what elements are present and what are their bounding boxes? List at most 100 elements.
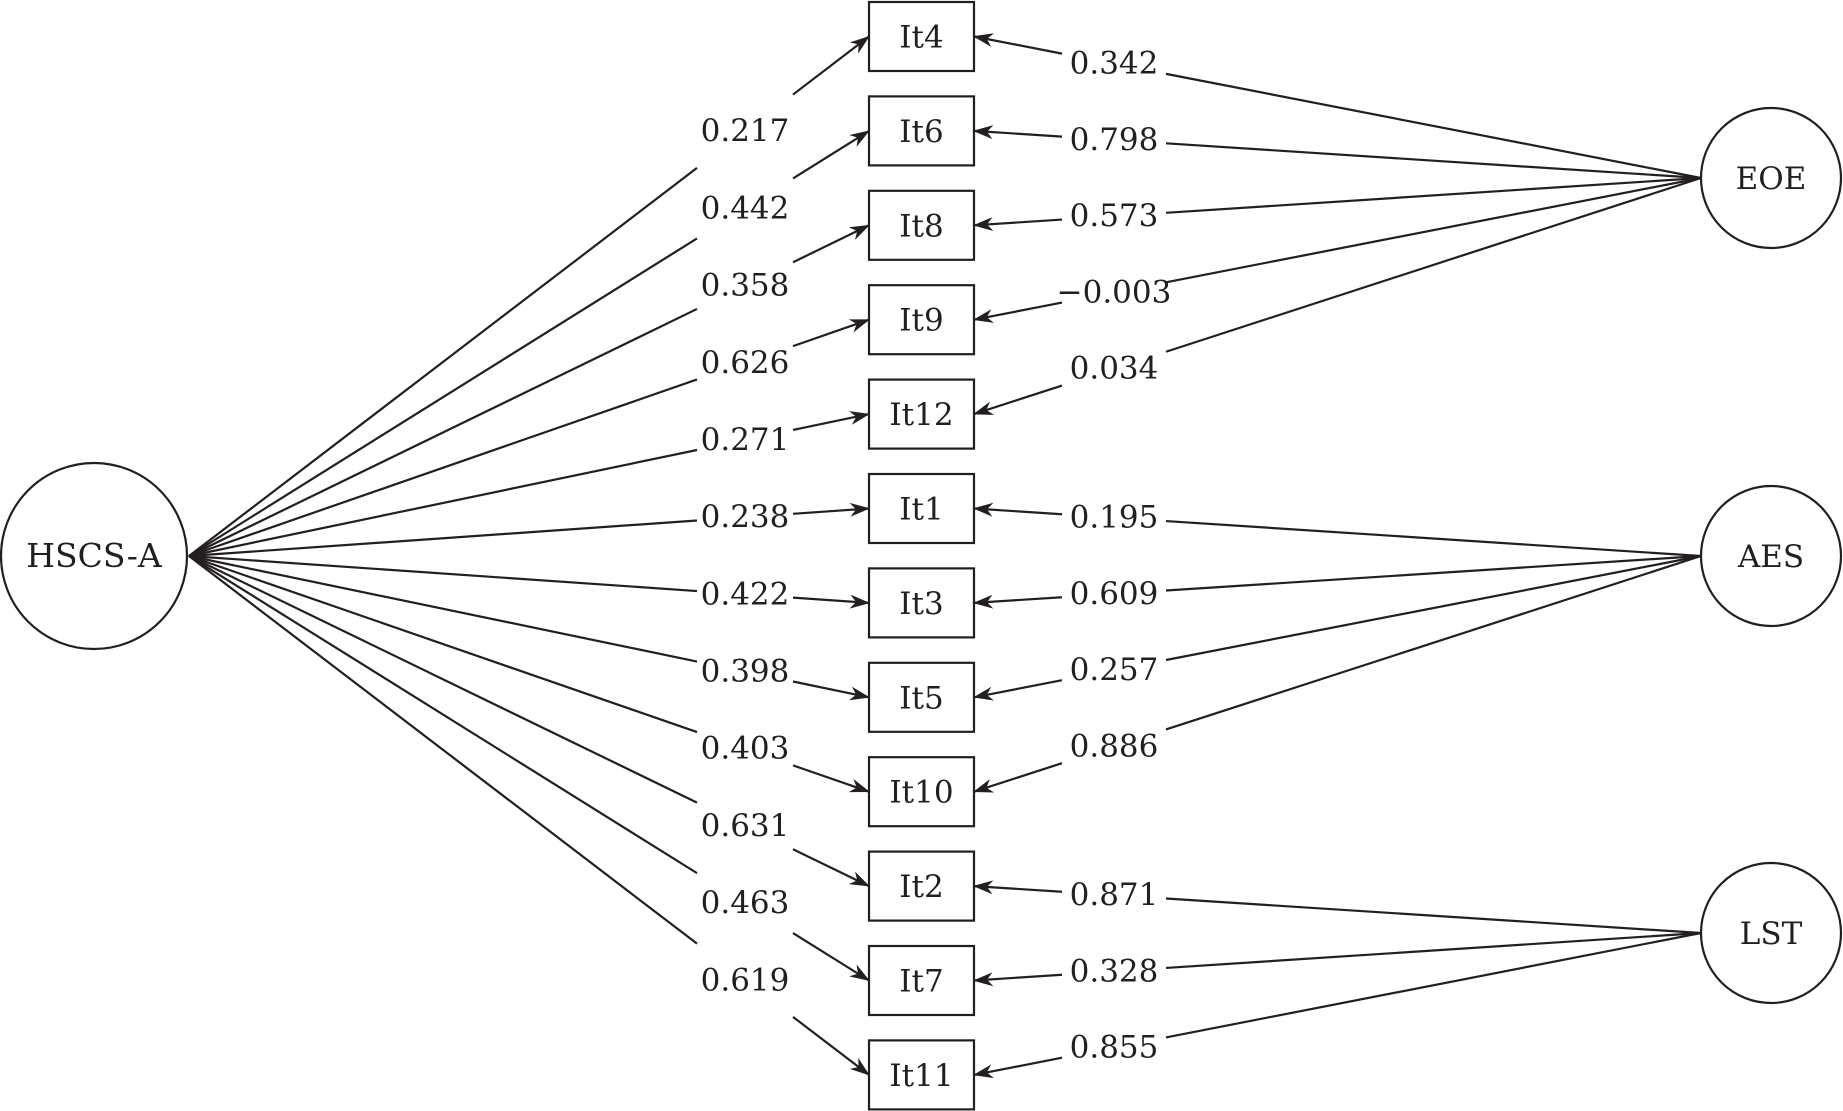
specific-loading-arrow-it8 [973, 217, 1063, 232]
specific-loading-label-it10: 0.886 [1070, 728, 1159, 764]
item-box-it8 [867, 189, 976, 261]
specific-factor-circle-aes [1699, 484, 1843, 628]
general-loading-label-it11: 0.619 [701, 962, 790, 998]
general-loading-path-it8-segment-a [188, 307, 698, 557]
general-loading-path-it5-segment-a [188, 554, 698, 663]
item-node-it10: It10 [867, 756, 976, 828]
general-loading-path-it2-segment-a [188, 555, 698, 804]
specific-loading-path-it11-segment-a [1165, 931, 1702, 1039]
item-box-it1 [867, 472, 976, 545]
specific-loading-arrow-it5 [973, 679, 1063, 701]
specific-loading-arrow-it11 [973, 1056, 1063, 1079]
general-loading-label-it1: 0.238 [701, 499, 790, 535]
specific-loading-arrow-it9 [973, 301, 1063, 323]
item-box-it4 [867, 0, 976, 73]
item-label-it1: It1 [899, 492, 943, 528]
specific-loading-label-it9: −0.003 [1057, 274, 1172, 310]
edges-layer [188, 33, 1702, 1079]
item-node-it5: It5 [867, 661, 976, 733]
general-loading-path-it10-segment-a [188, 554, 698, 734]
specific-factor-label-aes: AES [1737, 539, 1804, 575]
item-label-it4: It4 [899, 20, 943, 56]
general-loading-arrow-it2 [792, 848, 870, 888]
specific-loading-arrow-it1 [973, 502, 1063, 517]
general-loading-label-it12: 0.271 [701, 422, 790, 458]
general-loading-label-it3: 0.422 [701, 576, 790, 612]
specific-loading-path-it8-segment-a [1165, 176, 1702, 214]
item-label-it5: It5 [899, 680, 943, 716]
specific-loading-arrow-it4 [973, 33, 1063, 55]
general-loading-label-it7: 0.463 [701, 885, 790, 921]
specific-loading-label-it3: 0.609 [1070, 576, 1159, 612]
specific-loading-arrow-it3 [973, 594, 1063, 609]
item-node-it3: It3 [867, 567, 976, 639]
specific-loading-path-it9-segment-a [1165, 176, 1702, 284]
item-label-it8: It8 [899, 208, 943, 244]
specific-loading-label-it1: 0.195 [1070, 500, 1159, 536]
general-factor-node: HSCS-A [0, 461, 189, 651]
item-node-it8: It8 [867, 189, 976, 261]
item-box-it10 [867, 756, 976, 828]
specific-loading-path-it1-segment-a [1165, 519, 1702, 558]
general-loading-path-it9-segment-a [188, 378, 698, 558]
general-loading-arrow-it10 [792, 764, 870, 793]
item-label-it6: It6 [899, 114, 943, 150]
general-loading-path-it3-segment-a [188, 554, 698, 593]
specific-factor-circle-eoe [1699, 106, 1843, 250]
item-node-it6: It6 [867, 95, 976, 167]
item-node-it2: It2 [867, 850, 976, 922]
general-loading-path-it1-segment-a [188, 519, 698, 558]
general-factor-label: HSCS-A [26, 536, 163, 575]
item-label-it10: It10 [889, 775, 953, 811]
specific-factor-node-eoe: EOE [1699, 106, 1843, 250]
specific-loading-path-it4-segment-a [1165, 72, 1702, 180]
general-loading-path-it11-segment-a [188, 555, 698, 945]
item-node-it7: It7 [867, 944, 976, 1017]
general-loading-arrow-it6 [792, 129, 870, 180]
general-loading-arrow-it11 [792, 1016, 870, 1076]
loading-labels-layer: 0.2170.3420.4420.7980.3580.5730.626−0.00… [701, 46, 1172, 1066]
item-label-it12: It12 [889, 397, 953, 433]
item-box-it9 [867, 284, 976, 356]
general-loading-label-it5: 0.398 [701, 654, 790, 690]
specific-loading-arrow-it2 [973, 880, 1063, 895]
specific-loading-path-it12-segment-a [1165, 176, 1702, 353]
item-node-it9: It9 [867, 284, 976, 356]
item-box-it11 [867, 1039, 976, 1111]
item-box-it12 [867, 378, 976, 450]
item-box-it5 [867, 661, 976, 733]
general-loading-path-it4-segment-a [188, 167, 698, 557]
specific-loading-label-it8: 0.573 [1070, 198, 1159, 234]
general-loading-label-it9: 0.626 [701, 345, 790, 381]
specific-factor-label-lst: LST [1740, 916, 1803, 952]
item-label-it11: It11 [889, 1058, 953, 1094]
specific-loading-arrow-it6 [973, 125, 1063, 140]
item-label-it3: It3 [899, 586, 943, 622]
general-loading-label-it6: 0.442 [701, 190, 790, 226]
item-label-it2: It2 [899, 869, 943, 905]
general-loading-label-it2: 0.631 [701, 808, 790, 844]
item-box-it6 [867, 95, 976, 167]
general-loading-arrow-it12 [792, 411, 870, 432]
general-loading-arrow-it3 [792, 594, 870, 609]
specific-loading-label-it4: 0.342 [1070, 46, 1159, 82]
specific-loading-path-it2-segment-a [1165, 897, 1702, 935]
specific-loading-label-it6: 0.798 [1070, 122, 1159, 158]
general-loading-path-it6-segment-a [188, 237, 698, 557]
specific-loading-label-it5: 0.257 [1070, 652, 1159, 688]
specific-loading-path-it5-segment-a [1165, 554, 1702, 662]
item-box-it7 [867, 944, 976, 1017]
item-node-it1: It1 [867, 472, 976, 545]
specific-loading-path-it6-segment-a [1165, 142, 1702, 180]
general-loading-label-it10: 0.403 [701, 731, 790, 767]
specific-loading-arrow-it10 [973, 762, 1063, 793]
general-loading-arrow-it1 [792, 502, 870, 517]
general-loading-path-it12-segment-a [188, 448, 698, 558]
specific-loading-label-it2: 0.871 [1070, 877, 1159, 913]
specific-loading-path-it7-segment-a [1165, 931, 1702, 970]
general-loading-label-it4: 0.217 [701, 113, 790, 149]
specific-loading-label-it12: 0.034 [1070, 351, 1159, 387]
item-box-it3 [867, 567, 976, 639]
